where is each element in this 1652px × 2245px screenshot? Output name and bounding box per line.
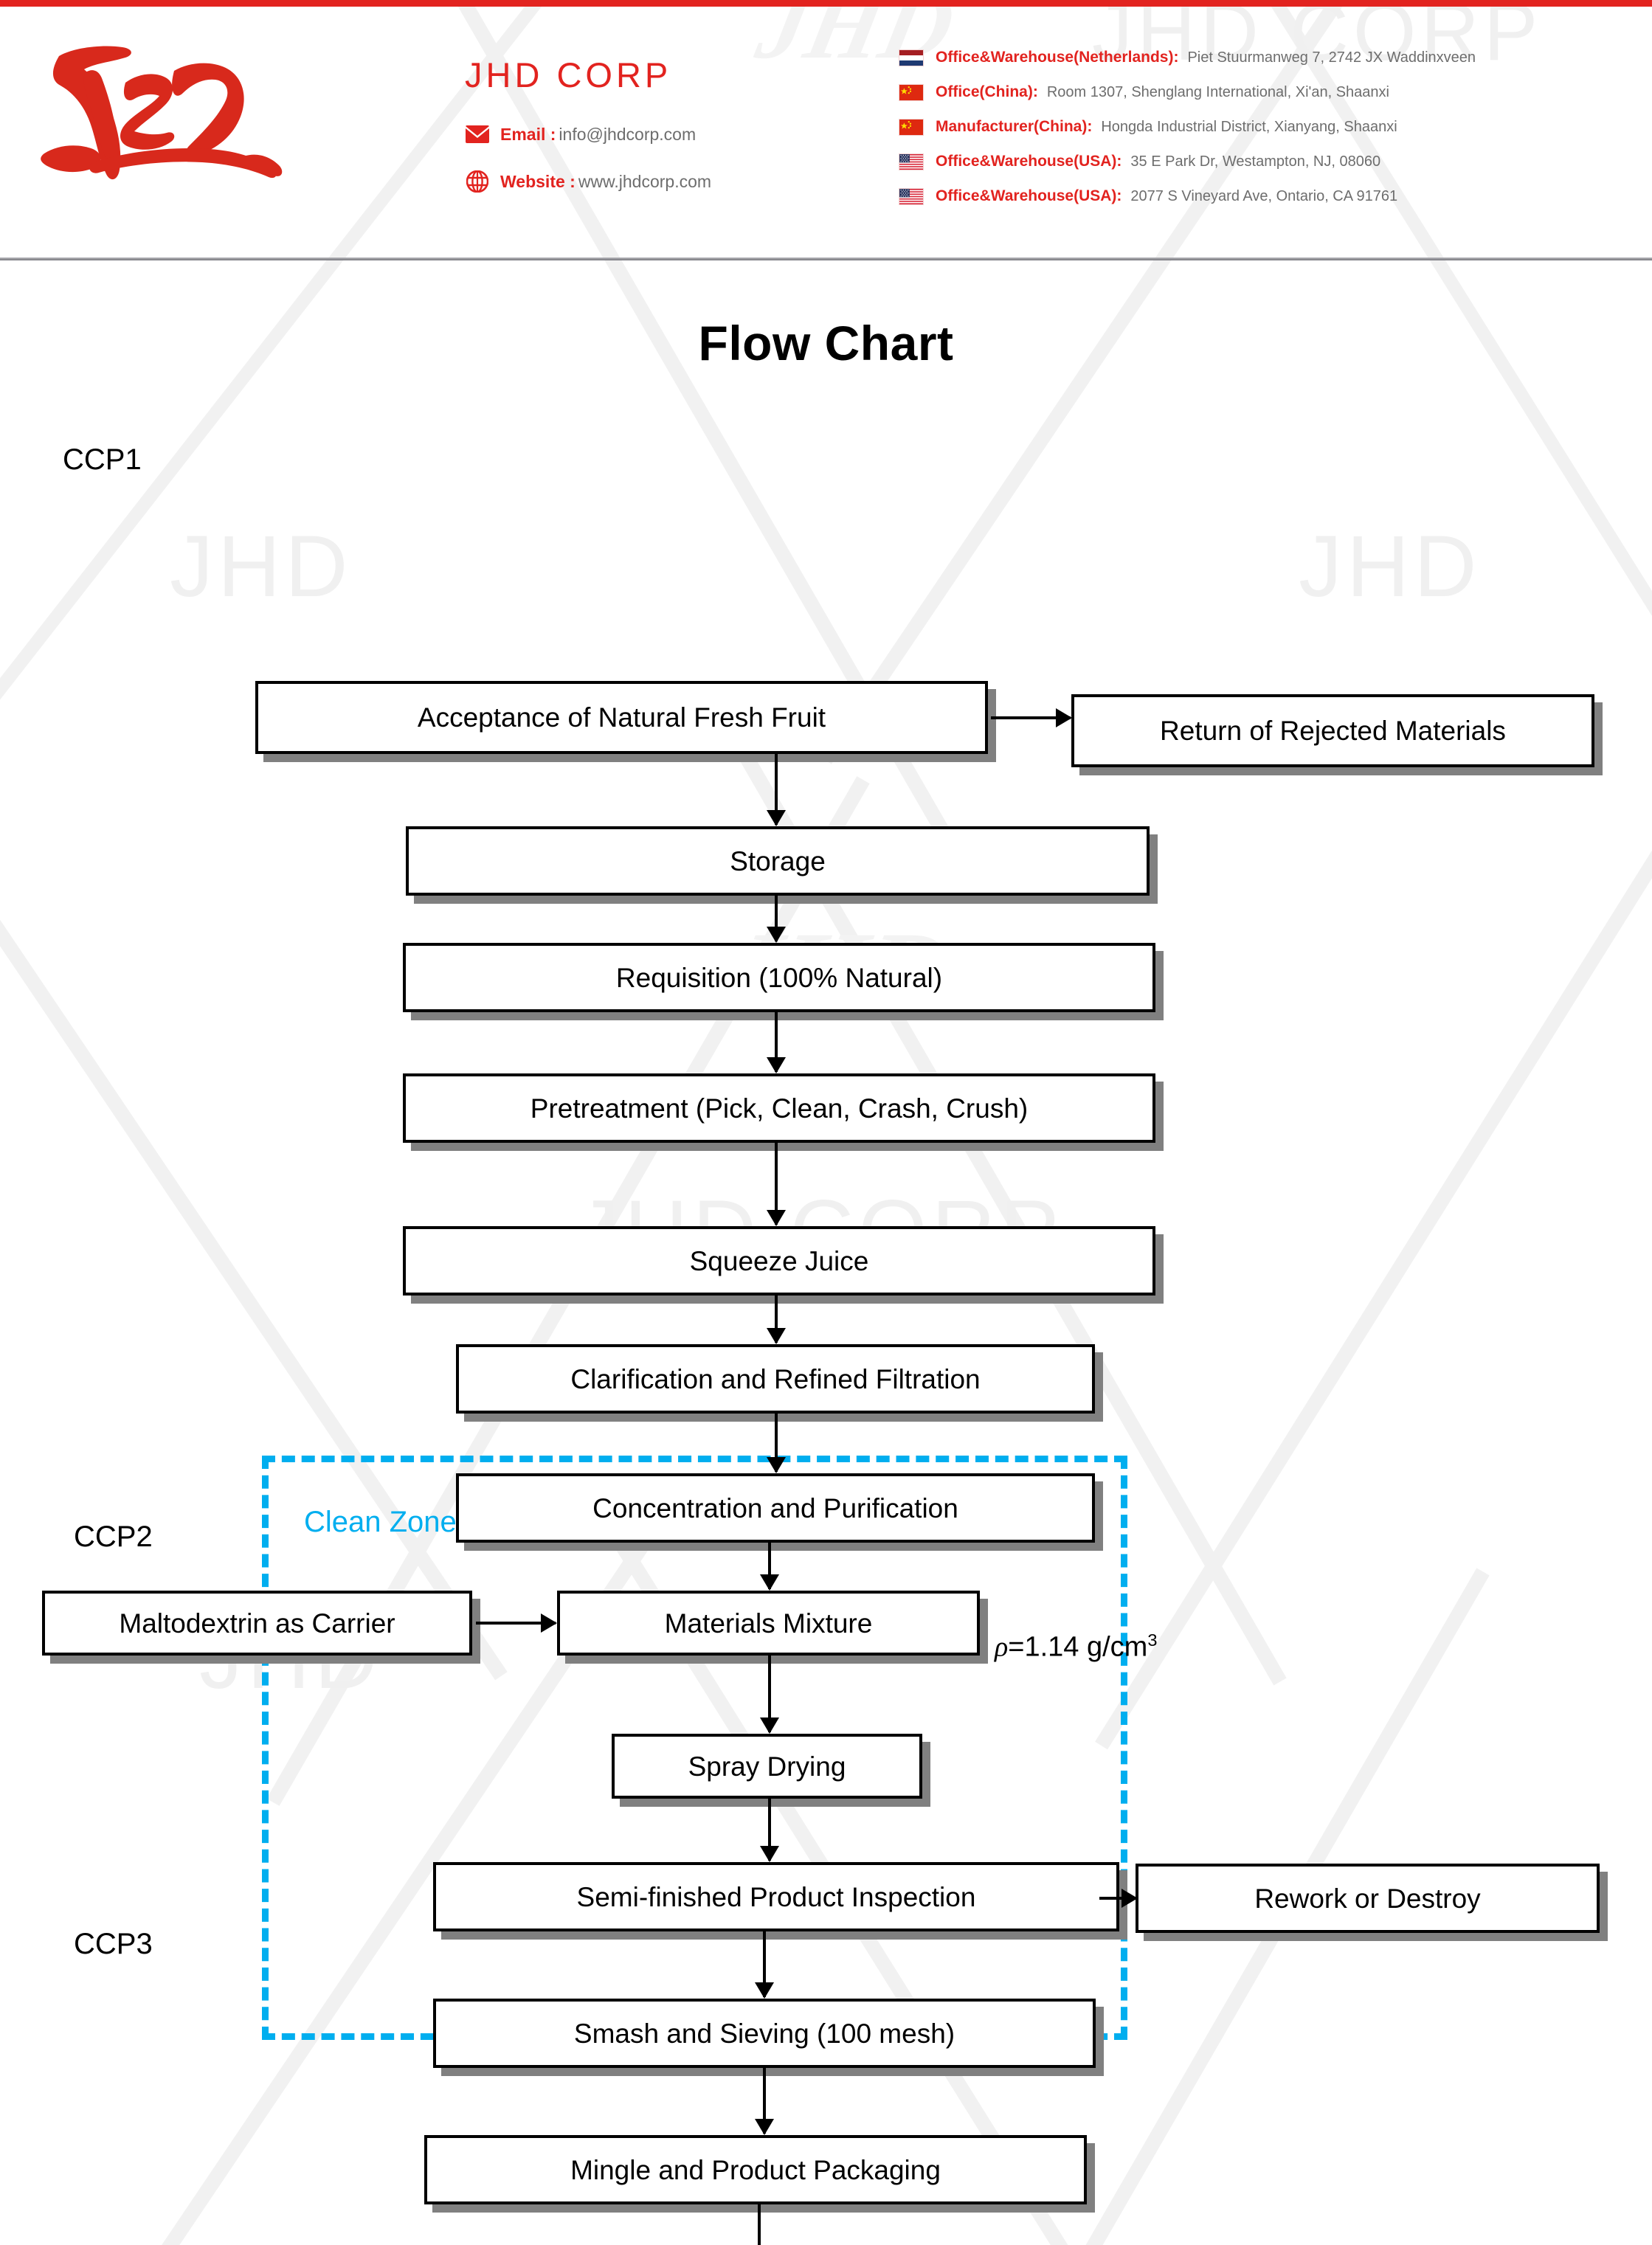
edge-mixture-spray — [768, 1656, 771, 1732]
node-rework-or-destroy[interactable]: Rework or Destroy — [1136, 1864, 1600, 1933]
company-block: JHD CORP Email : info@jhdcorp.com — [465, 55, 863, 216]
flow-chart: Flow Chart CCP1 CCP2 CCP3 Clean Zone Acc… — [0, 259, 1652, 2245]
usa-flag-icon — [899, 153, 924, 170]
density-exponent: 3 — [1147, 1630, 1158, 1650]
node-clarification[interactable]: Clarification and Refined Filtration — [456, 1344, 1095, 1414]
node-materials-mixture[interactable]: Materials Mixture — [557, 1591, 980, 1656]
clean-zone-label: Clean Zone — [304, 1506, 457, 1538]
address-label: Manufacturer(China): — [936, 118, 1093, 135]
edge-squeeze-clarification — [775, 1296, 778, 1343]
address-list: Office&Warehouse(Netherlands): Piet Stuu… — [899, 46, 1637, 220]
page-title: Flow Chart — [698, 316, 954, 370]
node-acceptance[interactable]: Acceptance of Natural Fresh Fruit — [255, 681, 988, 754]
china-flag-icon — [899, 83, 924, 101]
address-row-china-manufacturer: Manufacturer(China): Hongda Industrial D… — [899, 116, 1637, 138]
page-header: JHD CORP Email : info@jhdcorp.com — [0, 7, 1652, 259]
contact-email-row[interactable]: Email : info@jhdcorp.com — [465, 122, 863, 147]
address-row-usa-ca: Office&Warehouse(USA): 2077 S Vineyard A… — [899, 185, 1637, 207]
node-semi-finished-inspection[interactable]: Semi-finished Product Inspection — [433, 1862, 1119, 1931]
website-value: www.jhdcorp.com — [578, 171, 712, 191]
ccp-label-1: CCP1 — [63, 443, 142, 476]
node-mingle-packaging[interactable]: Mingle and Product Packaging — [424, 2135, 1087, 2204]
address-value: Hongda Industrial District, Xianyang, Sh… — [1101, 118, 1397, 135]
edge-clarification-concentration — [775, 1414, 778, 1472]
jhd-logo — [22, 25, 295, 202]
address-label: Office(China): — [936, 83, 1038, 100]
address-value: 2077 S Vineyard Ave, Ontario, CA 91761 — [1130, 187, 1398, 204]
usa-flag-icon — [899, 187, 924, 205]
density-annotation: ρ=1.14 g/cm3 — [995, 1630, 1157, 1664]
node-pretreatment[interactable]: Pretreatment (Pick, Clean, Crash, Crush) — [403, 1073, 1155, 1143]
edge-storage-requisition — [775, 896, 778, 941]
email-icon — [465, 122, 490, 147]
edge-spray-semi — [768, 1799, 771, 1861]
address-row-china-office: Office(China): Room 1307, Shenglang Inte… — [899, 81, 1637, 103]
edge-concentration-mixture — [768, 1543, 771, 1589]
edge-acceptance-storage — [775, 754, 778, 825]
contact-website-row[interactable]: Website : www.jhdcorp.com — [465, 169, 863, 194]
address-label: Office&Warehouse(USA): — [936, 153, 1122, 170]
address-value: Room 1307, Shenglang International, Xi'a… — [1046, 83, 1389, 100]
top-accent-bar — [0, 0, 1652, 7]
address-value: 35 E Park Dr, Westampton, NJ, 08060 — [1130, 153, 1381, 170]
edge-requisition-pretreatment — [775, 1012, 778, 1072]
density-text: =1.14 g/cm — [1008, 1631, 1148, 1663]
email-label: Email : — [500, 124, 556, 144]
website-label: Website : — [500, 171, 576, 191]
address-row-netherlands: Office&Warehouse(Netherlands): Piet Stuu… — [899, 46, 1637, 69]
email-value: info@jhdcorp.com — [559, 124, 697, 144]
node-return[interactable]: Return of Rejected Materials — [1071, 694, 1594, 767]
edge-pretreatment-squeeze — [775, 1143, 778, 1225]
netherlands-flag-icon — [899, 49, 924, 66]
rho-symbol: ρ — [995, 1631, 1009, 1663]
company-name: JHD CORP — [465, 55, 672, 94]
edge-semi-rework — [1099, 1897, 1136, 1900]
edge-maltodextrin-mixture — [476, 1622, 556, 1625]
node-requisition[interactable]: Requisition (100% Natural) — [403, 943, 1155, 1012]
address-label: Office&Warehouse(USA): — [936, 187, 1122, 204]
china-flag-icon — [899, 118, 924, 136]
ccp-label-2: CCP2 — [74, 1521, 153, 1553]
node-spray-drying[interactable]: Spray Drying — [612, 1734, 922, 1799]
address-label: Office&Warehouse(Netherlands): — [936, 49, 1179, 66]
node-storage[interactable]: Storage — [406, 826, 1150, 896]
edge-semi-smash — [763, 1931, 766, 1997]
header-divider — [0, 257, 1652, 260]
node-squeeze-juice[interactable]: Squeeze Juice — [403, 1226, 1155, 1296]
edge-mingle-inspection — [758, 2204, 761, 2245]
node-smash-sieving[interactable]: Smash and Sieving (100 mesh) — [433, 1999, 1096, 2068]
address-value: Piet Stuurmanweg 7, 2742 JX Waddinxveen — [1187, 49, 1476, 66]
node-concentration[interactable]: Concentration and Purification — [456, 1473, 1095, 1543]
edge-smash-mingle — [763, 2068, 766, 2134]
node-maltodextrin[interactable]: Maltodextrin as Carrier — [42, 1591, 472, 1656]
edge-acceptance-return — [991, 716, 1071, 719]
address-row-usa-nj: Office&Warehouse(USA): 35 E Park Dr, Wes… — [899, 151, 1637, 173]
ccp-label-3: CCP3 — [74, 1928, 153, 1960]
globe-icon — [465, 169, 490, 194]
